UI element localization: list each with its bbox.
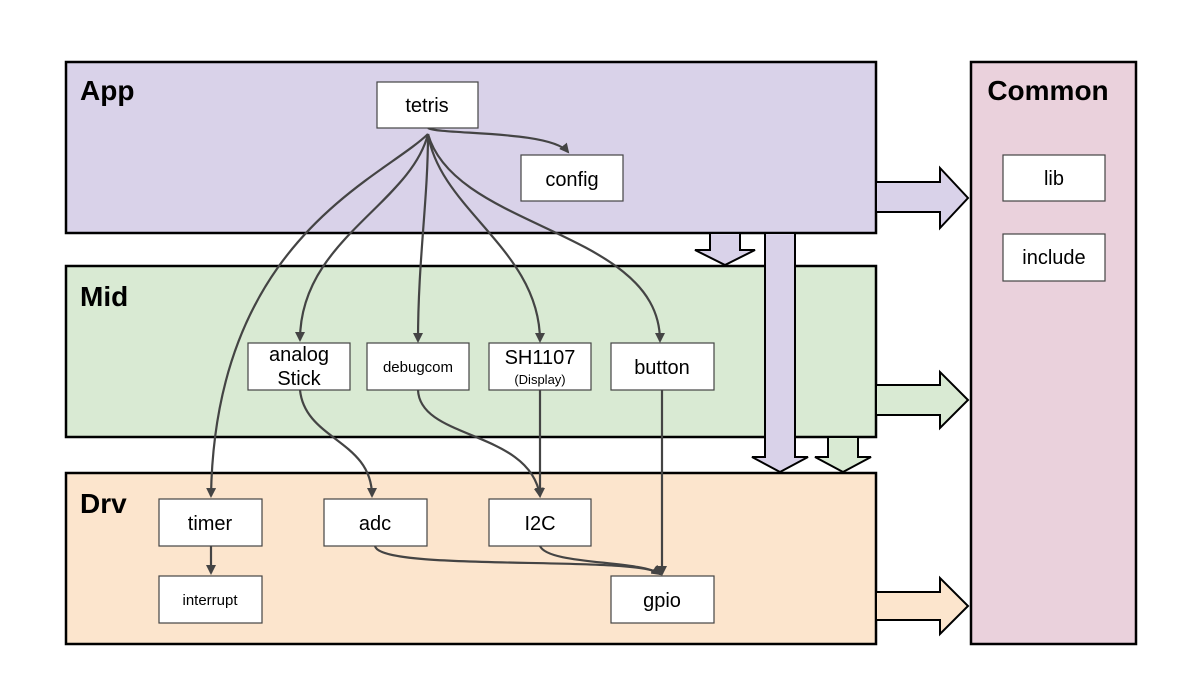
drv-layer-title: Drv (80, 488, 127, 519)
node-adc-label: adc (359, 513, 391, 535)
node-analog-stick: analog Stick (247, 342, 351, 391)
mid-layer (64, 264, 878, 439)
edge-tetris-timer (206, 133, 429, 498)
drv-to-common-arrow (875, 575, 970, 637)
node-tetris-label: tetris (405, 95, 448, 117)
app-layer-title: App (80, 75, 134, 106)
app-to-mid-arrow (694, 232, 756, 267)
edge-tetris-debugcom (413, 133, 430, 343)
node-lib-label: lib (1044, 168, 1064, 190)
node-sh1107-label: SH1107 (505, 347, 576, 369)
node-timer: timer (158, 498, 263, 547)
mid-to-common-arrow (875, 369, 970, 431)
node-button-label: button (634, 357, 690, 379)
node-i2c: I2C (488, 498, 592, 547)
common-layer (969, 60, 1138, 646)
app-to-common-arrow (875, 165, 970, 231)
node-tetris: tetris (376, 81, 479, 129)
mid-layer-title: Mid (80, 281, 128, 312)
edge-debugcom-i2c (416, 389, 544, 498)
edge-tetris-config (427, 126, 570, 154)
node-include: include (1002, 233, 1106, 282)
node-sh1107: SH1107 (Display) (488, 342, 592, 391)
node-interrupt-label: interrupt (182, 592, 238, 609)
node-analog-stick-line2: Stick (277, 368, 321, 390)
node-sh1107-sublabel: (Display) (514, 372, 565, 387)
edge-tetris-analog-stick (295, 133, 430, 342)
node-button: button (610, 342, 715, 391)
common-layer-title: Common (987, 75, 1108, 106)
edge-tetris-button (426, 133, 665, 343)
node-gpio: gpio (610, 575, 715, 624)
edge-tetris-sh1107 (426, 133, 545, 343)
app-to-drv-arrow (751, 232, 809, 474)
edge-i2c-gpio (538, 545, 662, 576)
node-analog-stick-line1: analog (269, 344, 329, 366)
node-include-label: include (1022, 247, 1085, 269)
node-config: config (520, 154, 624, 202)
node-gpio-label: gpio (643, 590, 681, 612)
mid-to-drv-arrow (814, 436, 872, 474)
node-i2c-label: I2C (524, 513, 555, 535)
node-lib: lib (1002, 154, 1106, 202)
node-interrupt: interrupt (158, 575, 263, 624)
node-config-label: config (545, 169, 598, 191)
node-debugcom-label: debugcom (383, 359, 453, 376)
node-timer-label: timer (188, 513, 233, 535)
node-adc: adc (323, 498, 428, 547)
node-debugcom: debugcom (366, 342, 470, 391)
edge-analog-stick-adc (298, 389, 377, 498)
